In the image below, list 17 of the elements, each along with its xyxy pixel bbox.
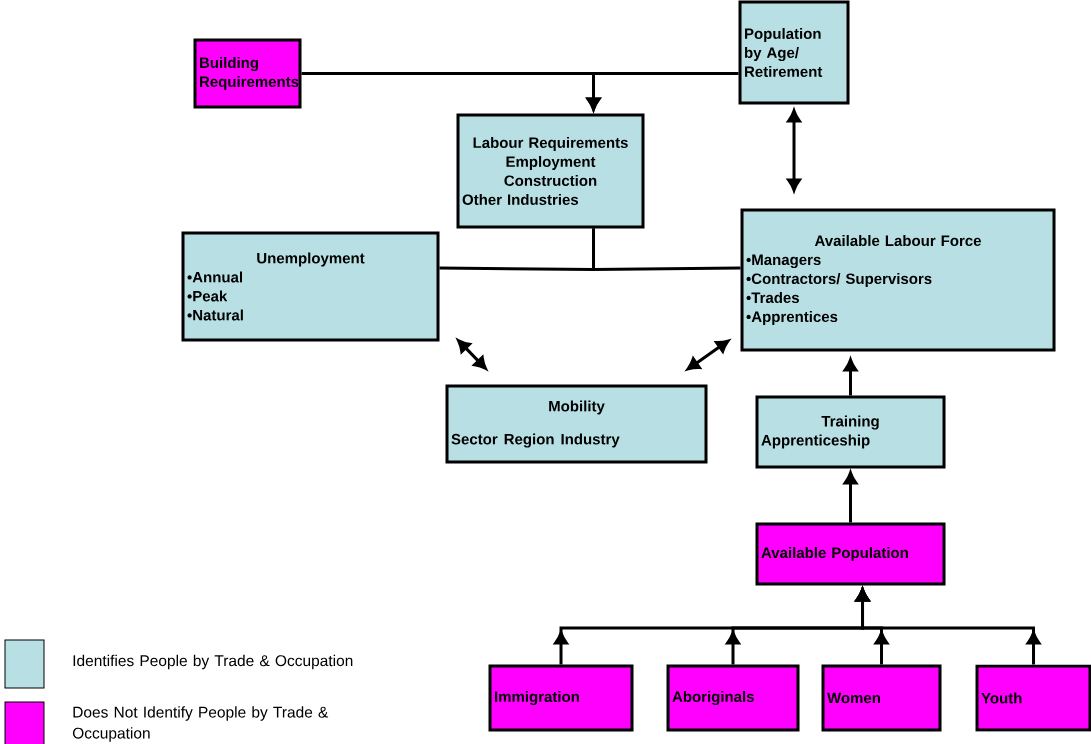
process-box: Unemployment •Annual •Peak •Natural <box>181 231 440 342</box>
arrow <box>787 109 801 192</box>
legend-text: Does Not Identify People by Trade & Occupation <box>72 706 329 742</box>
process-box: Building Requirements <box>193 38 302 109</box>
arrow <box>457 339 487 370</box>
process-box: Women <box>821 664 942 732</box>
process-box: Aboriginals <box>666 664 800 732</box>
process-box: Available Population <box>755 522 946 586</box>
process-box: Youth <box>975 664 1091 732</box>
arrow <box>686 339 730 371</box>
process-box: Available Labour Force •Managers •Contractors/ Supervisors •Trades •Apprentices <box>740 208 1056 352</box>
legend-text: Identifies People by Trade & Occupation <box>73 654 353 670</box>
process-box: Training Apprenticeship <box>755 395 946 469</box>
process-box: Population by Age/ Retirement <box>738 0 850 105</box>
process-box: Labour Requirements Employment Construction Other Industries <box>456 113 645 229</box>
process-box: Mobility Sector Region Industry <box>445 384 708 464</box>
process-box: Immigration <box>488 664 634 732</box>
